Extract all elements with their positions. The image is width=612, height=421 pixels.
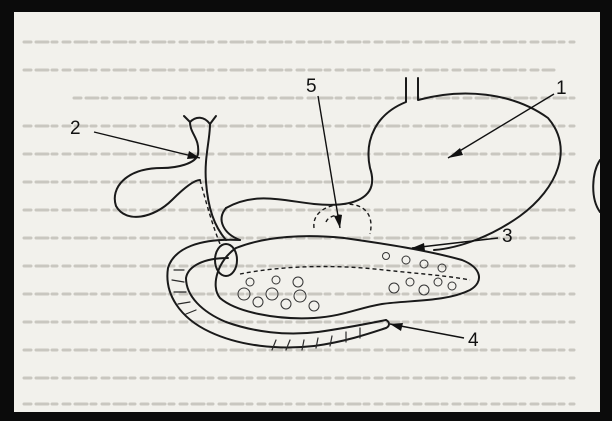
label-pancreas: 3 (502, 226, 513, 247)
arrowhead-4 (390, 323, 403, 331)
label-stomach: 1 (556, 78, 567, 99)
arrowhead-5 (334, 215, 342, 228)
leader-lines (94, 94, 554, 338)
anatomy-diagram: 1 2 3 4 5 (14, 12, 600, 412)
pancreas-lobules (238, 253, 456, 312)
duodenum-folds (172, 270, 360, 350)
gallbladder-and-bile-duct-drawing (115, 116, 226, 244)
stomach-drawing (222, 78, 561, 250)
label-duodenum: 4 (468, 330, 479, 351)
label-pancreatic-head-region: 5 (306, 76, 317, 97)
scanned-page: 1 2 3 4 5 (14, 12, 600, 412)
edge-shape (593, 160, 600, 212)
label-bile-duct: 2 (70, 118, 81, 139)
leader-line-5 (318, 96, 340, 228)
pancreas-drawing (215, 204, 479, 318)
